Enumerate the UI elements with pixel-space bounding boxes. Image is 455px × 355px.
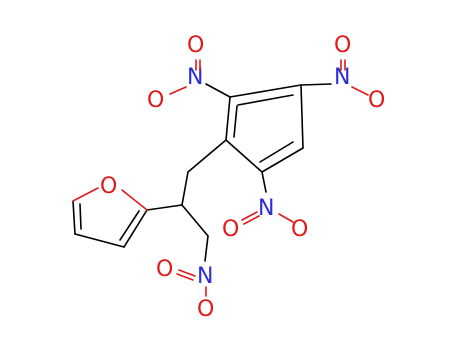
bond-n-o-right-side [351, 86, 369, 96]
furan-bond-c2-c3 [123, 209, 148, 248]
atom-o-furan: O [100, 174, 117, 199]
atom-o-aliphatic-left: O [156, 257, 173, 282]
nitro-group-aliphatic: N O O [156, 257, 214, 322]
atom-n-right: N [334, 65, 350, 90]
bond-ch-ch2no2 [181, 204, 209, 237]
propyl-chain [146, 139, 227, 262]
nitro-group-right: N O O [300, 33, 385, 113]
ring-double-bond-1 [237, 94, 294, 106]
ring-bond-2 [300, 84, 304, 149]
bond-ring-ch2 [187, 139, 227, 173]
furan-bond-c5-o [72, 187, 99, 202]
bond-c-n-left [205, 83, 231, 98]
atom-o-lower-left: O [222, 217, 239, 242]
bond-ch2-n [204, 235, 209, 262]
atom-o-left-side: O [147, 88, 164, 113]
atom-o-left-top: O [187, 33, 204, 58]
bond-ch2-ch [181, 171, 189, 206]
atom-n-lower: N [258, 196, 274, 221]
nitro-group-lower: N O O [222, 171, 308, 242]
benzene-ring [225, 84, 304, 173]
bond-n-o-lower-left [241, 211, 258, 221]
bond-n-o-aliphatic-left [178, 269, 196, 277]
furan-double-bond-c2-c3 [119, 210, 140, 241]
furan-bond-c3-c4 [74, 233, 125, 248]
furan-bond-c4-c5 [72, 200, 76, 235]
bond-n-o-aliphatic-left-double [176, 273, 194, 281]
bond-n-o-lower-right [278, 213, 294, 223]
atom-o-lower-right: O [291, 217, 308, 242]
ring-bond-5 [225, 96, 231, 141]
bond-n-o-lower-left-double [243, 215, 260, 225]
ring-double-bond-2 [259, 141, 294, 163]
atom-o-aliphatic-bottom: O [197, 297, 214, 322]
bond-n-o-left-side [169, 86, 187, 95]
ring-bond-1 [229, 84, 302, 98]
furan-ring: O [72, 174, 148, 248]
bond-ch-furan [146, 204, 183, 211]
atom-o-right-side: O [368, 88, 385, 113]
ring-bond-3 [261, 147, 304, 173]
ring-double-bond-3 [233, 105, 238, 138]
nitro-group-left: N O O [147, 33, 231, 113]
atom-o-right-top: O [334, 33, 351, 58]
atom-n-aliphatic: N [197, 264, 213, 289]
ring-bond-4 [225, 139, 263, 173]
bond-c-n-lower [261, 171, 267, 193]
atom-n-left: N [187, 65, 203, 90]
furan-double-bond-c4-c5 [79, 203, 82, 230]
furan-bond-o-c2 [121, 189, 148, 211]
bond-c-n-right [300, 83, 332, 86]
